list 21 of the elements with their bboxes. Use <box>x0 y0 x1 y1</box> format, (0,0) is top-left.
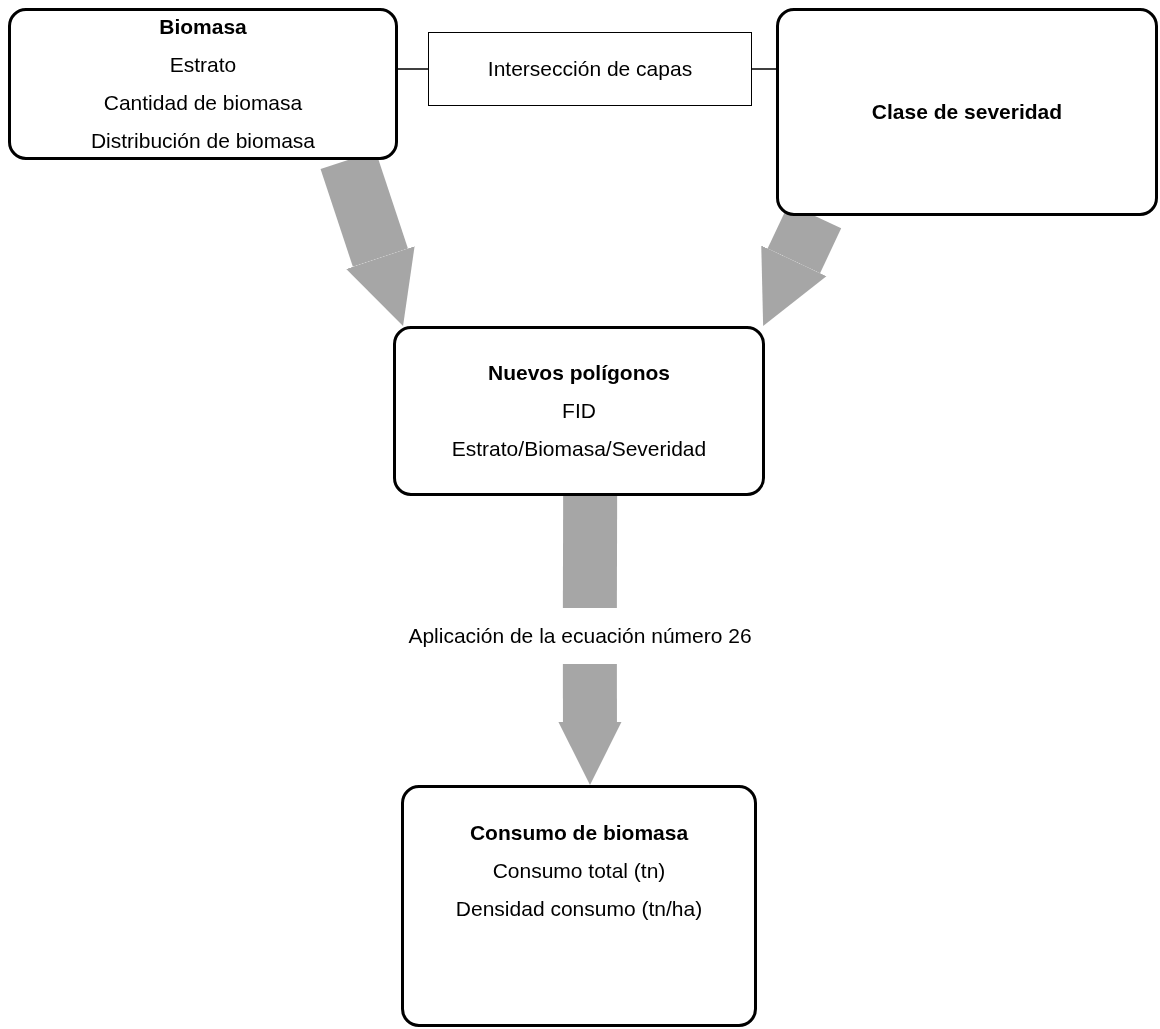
process-box <box>401 785 757 1027</box>
box-text: Cantidad de biomasa <box>103 90 303 116</box>
box-text: Intersección de capas <box>487 56 693 82</box>
connector-line <box>397 68 429 70</box>
process-box <box>776 8 1158 216</box>
step-label: Aplicación de la ecuación número 26 <box>408 623 752 649</box>
box-text: FID <box>562 398 596 424</box>
process-box <box>428 32 752 106</box>
box-heading: Biomasa <box>159 14 247 40</box>
box-heading: Nuevos polígonos <box>488 360 670 386</box>
box-text: Distribución de biomasa <box>90 128 316 154</box>
process-box <box>8 8 398 160</box>
block-arrow <box>558 664 622 785</box>
box-text: Estrato/Biomasa/Severidad <box>451 436 707 462</box>
box-text: Estrato <box>169 52 237 78</box>
box-heading: Consumo de biomasa <box>469 820 689 846</box>
connector-line <box>751 68 777 70</box>
box-heading: Clase de severidad <box>871 99 1063 125</box>
box-text: Densidad consumo (tn/ha) <box>455 896 703 922</box>
box-text: Consumo total (tn) <box>492 858 666 884</box>
process-box <box>393 326 765 496</box>
